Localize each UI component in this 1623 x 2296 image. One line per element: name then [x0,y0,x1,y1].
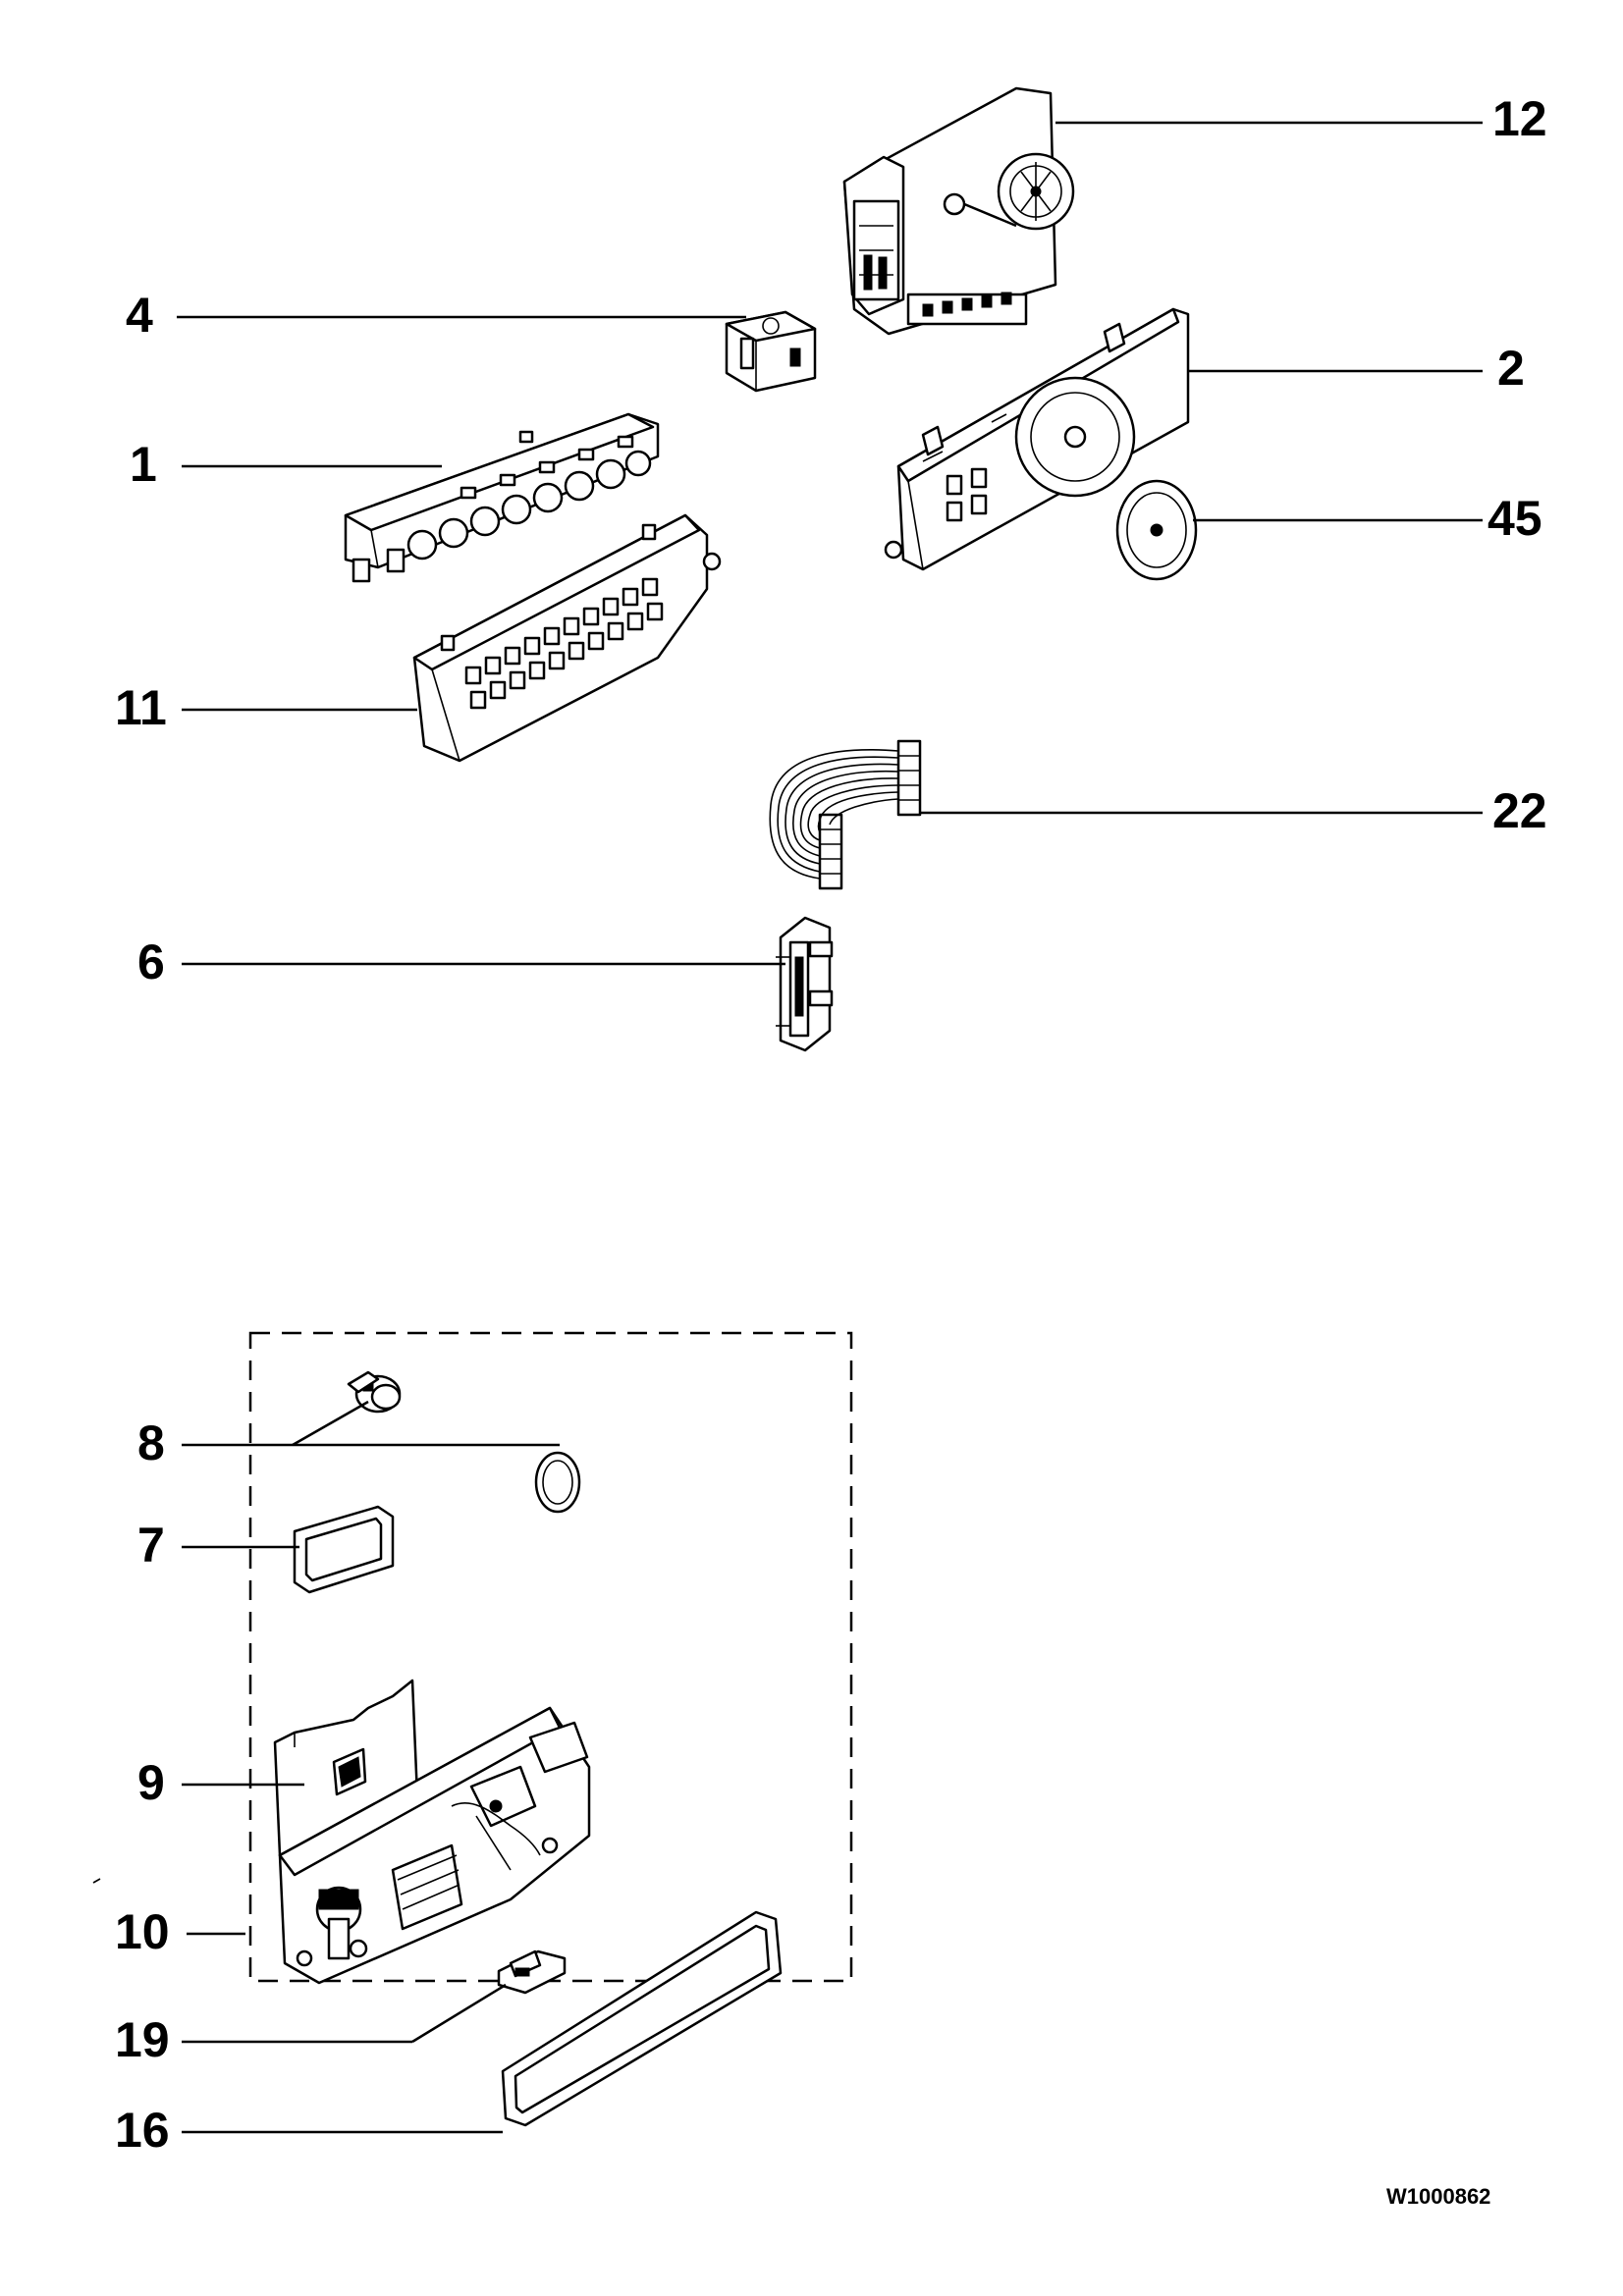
part-4-switch[interactable] [725,310,817,393]
part-11-button-panel[interactable] [412,513,722,763]
part-16-door-seal[interactable] [501,1910,783,2127]
callout-label-10: 10 [115,1904,170,1959]
part-22-wire-harness[interactable] [769,739,922,890]
part-12-timer[interactable] [842,86,1075,336]
part-19-latch-clip[interactable] [497,1949,567,1995]
callout-label-16: 16 [115,2103,170,2158]
callout-label-4: 4 [126,288,153,343]
callout-label-11: 11 [115,680,167,735]
leader-line-19b [411,1983,507,2044]
callout-label-2: 2 [1497,341,1525,396]
callout-label-1: 1 [130,437,157,492]
callout-label-7: 7 [137,1518,165,1573]
part-45-knob-disc[interactable] [1115,479,1198,581]
leader-line-8a [292,1400,369,1447]
callout-label-9: 9 [137,1755,165,1810]
callout-label-12: 12 [1492,91,1547,146]
callout-label-19: 19 [115,2012,170,2067]
button-grid [464,577,664,710]
callout-label-6: 6 [137,934,165,989]
drawing-reference-code: W1000862 [1386,2184,1490,2209]
part-6-connector-clip[interactable] [776,916,834,1052]
part-10-dispenser-body[interactable] [278,1706,591,1985]
callout-label-45: 45 [1488,491,1542,546]
part-2-control-module[interactable] [884,307,1190,571]
part-8-plug-and-ring[interactable] [347,1370,581,1514]
callout-label-22: 22 [1492,783,1547,838]
stray-mark [92,1878,101,1884]
part-1-button-switch-bank[interactable] [344,412,660,583]
callout-label-8: 8 [137,1415,165,1470]
part-7-gasket[interactable] [293,1505,395,1594]
